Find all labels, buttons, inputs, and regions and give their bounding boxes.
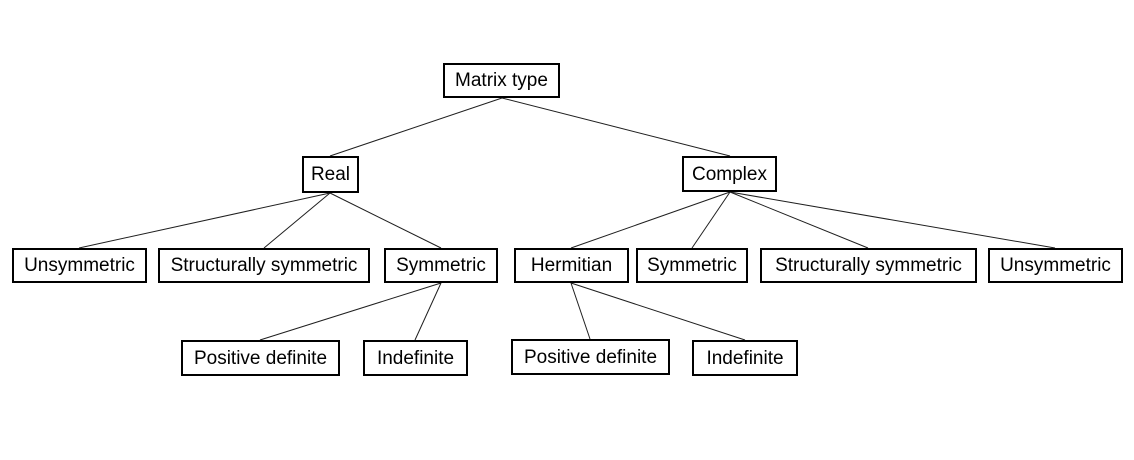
node-matrix-type: Matrix type [443,63,560,98]
node-real: Real [302,156,359,193]
edge-complex-structurally-symmetric [729,191,869,249]
edge-complex-hermitian [570,191,731,249]
edge-complex-symmetric [691,191,731,249]
node-indefinite-complex: Indefinite [692,340,798,376]
edge-complex-unsymmetric [729,191,1056,249]
node-symmetric-real: Symmetric [384,248,498,283]
node-positive-definite-complex: Positive definite [511,339,670,375]
edge-root-real [329,97,503,157]
edge-hermitian-positive-definite [570,282,591,340]
edge-symmetric-indefinite [414,282,442,341]
edge-real-structurally-symmetric [263,192,331,249]
node-complex: Complex [682,156,777,192]
node-structurally-symmetric-complex: Structurally symmetric [760,248,977,283]
edge-real-unsymmetric [78,192,331,249]
edge-root-complex [501,97,731,157]
node-positive-definite-real: Positive definite [181,340,340,376]
node-unsymmetric-complex: Unsymmetric [988,248,1123,283]
node-indefinite-real: Indefinite [363,340,468,376]
node-hermitian: Hermitian [514,248,629,283]
node-symmetric-complex: Symmetric [636,248,748,283]
node-structurally-symmetric-real: Structurally symmetric [158,248,370,283]
edge-real-symmetric [329,192,442,249]
node-unsymmetric-real: Unsymmetric [12,248,147,283]
edge-hermitian-indefinite [570,282,746,341]
edge-symmetric-positive-definite [259,282,442,341]
